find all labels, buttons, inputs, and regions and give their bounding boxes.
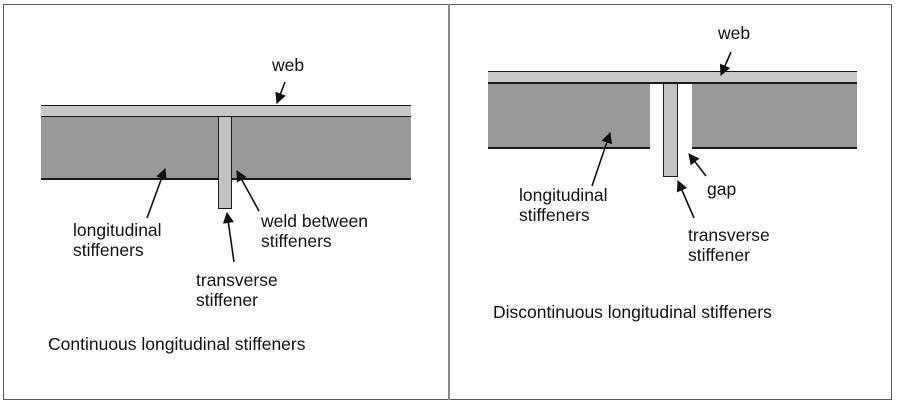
right-longitudinal-stiffener-left bbox=[488, 84, 650, 149]
right-caption: Discontinuous longitudinal stiffeners bbox=[493, 302, 772, 322]
right-web-plate bbox=[488, 71, 857, 84]
left-weld-label: weld between stiffeners bbox=[261, 211, 369, 251]
figure-border bbox=[3, 4, 892, 400]
left-longitudinal-label: longitudinal stiffeners bbox=[73, 220, 162, 260]
right-transverse-label: transverse stiffener bbox=[688, 225, 770, 265]
left-transverse-label: transverse stiffener bbox=[196, 270, 278, 310]
panel-divider bbox=[448, 4, 450, 400]
right-transverse-stiffener bbox=[663, 84, 678, 177]
right-longitudinal-label: longitudinal stiffeners bbox=[519, 185, 608, 225]
left-web-label: web bbox=[272, 55, 305, 75]
right-longitudinal-stiffener-right bbox=[692, 84, 857, 149]
left-transverse-stiffener bbox=[218, 117, 232, 209]
left-caption: Continuous longitudinal stiffeners bbox=[48, 334, 306, 354]
right-gap-label: gap bbox=[707, 179, 737, 199]
right-web-label: web bbox=[718, 23, 751, 43]
